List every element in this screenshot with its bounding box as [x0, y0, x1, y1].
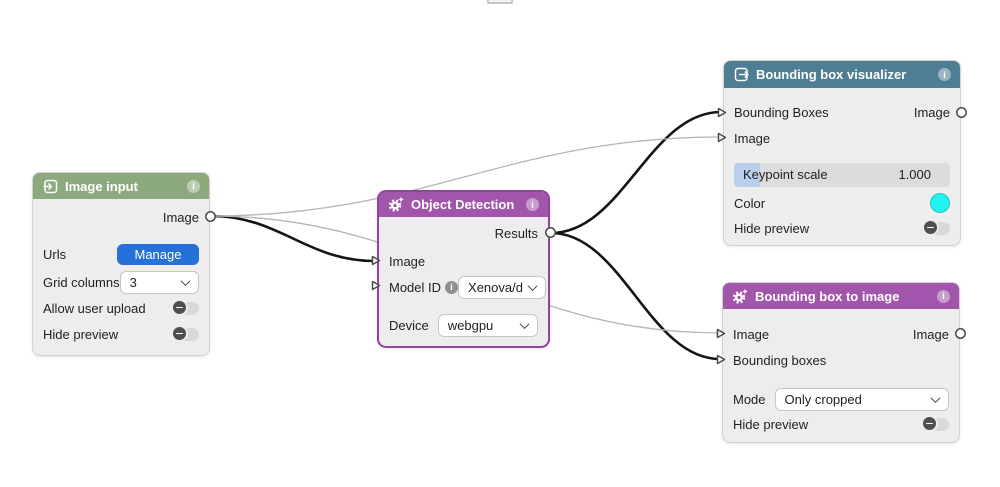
- field-row-hide-preview: Hide preview: [733, 412, 949, 436]
- select-value: Xenova/det: [468, 279, 523, 295]
- field-label: Urls: [43, 246, 67, 262]
- field-row-allow-upload: Allow user upload: [43, 295, 199, 321]
- field-value: 1.000: [898, 167, 931, 182]
- grid-columns-select[interactable]: 3: [119, 270, 199, 294]
- output-port-image[interactable]: [954, 327, 967, 340]
- node-title: Bounding box to image: [755, 288, 900, 304]
- gear-sparkle-icon: [732, 288, 748, 304]
- input-label: Image: [734, 130, 771, 146]
- hide-preview-toggle[interactable]: [922, 219, 950, 236]
- input-port-bounding-boxes[interactable]: [715, 353, 728, 366]
- mode-select[interactable]: Only cropped: [774, 387, 949, 411]
- output-label: Image: [162, 209, 199, 225]
- node-title: Image input: [65, 178, 138, 194]
- field-row-mode: Mode Only cropped: [733, 386, 949, 412]
- color-swatch[interactable]: [930, 193, 950, 213]
- field-row-device: Device webgpu: [389, 312, 538, 338]
- input-row-image: Image: [734, 125, 950, 151]
- field-row-model-id: Model ID Xenova/det: [389, 274, 547, 300]
- slider-fill: [734, 163, 760, 187]
- import-icon: [43, 179, 58, 193]
- select-value: Only cropped: [784, 391, 862, 407]
- node-image-input[interactable]: Image input Image Urls Manage Grid colum…: [32, 172, 216, 356]
- input-port-image[interactable]: [715, 327, 728, 340]
- manage-button[interactable]: Manage: [117, 243, 199, 265]
- field-row-color: Color: [734, 190, 950, 216]
- chevron-down-icon: [527, 280, 538, 291]
- field-label: Mode: [733, 391, 766, 407]
- input-label: Model ID: [389, 279, 442, 295]
- output-label: Image: [913, 104, 950, 120]
- input-label: Bounding boxes: [733, 352, 827, 368]
- info-icon[interactable]: [187, 179, 200, 193]
- wire-object-detection.Results-to-bounding-box-visualizer.BoundingBoxes[interactable]: [549, 110, 723, 235]
- output-row: Results: [389, 220, 538, 246]
- device-select[interactable]: webgpu: [437, 313, 538, 337]
- model-id-select[interactable]: Xenova/det: [458, 275, 547, 299]
- output-port-image[interactable]: [955, 106, 968, 119]
- select-value: webgpu: [447, 317, 494, 333]
- node-bounding-box-to-image[interactable]: Bounding box to image Image Image Boundi…: [716, 282, 966, 443]
- hide-preview-toggle[interactable]: [171, 325, 199, 342]
- toolbar-fragment: [487, 0, 513, 4]
- info-icon[interactable]: [445, 280, 459, 294]
- info-icon[interactable]: [938, 68, 951, 81]
- chevron-down-icon: [519, 318, 530, 329]
- output-port-results[interactable]: [544, 226, 557, 239]
- node-bounding-box-visualizer[interactable]: Bounding box visualizer Bounding Boxes I…: [717, 60, 967, 246]
- hide-preview-toggle[interactable]: [921, 415, 949, 432]
- select-value: 3: [129, 274, 137, 290]
- node-header[interactable]: Object Detection: [379, 192, 548, 217]
- gear-sparkle-icon: [388, 196, 404, 212]
- field-label: Keypoint scale: [743, 167, 828, 182]
- field-row-hide-preview: Hide preview: [734, 216, 950, 240]
- wire-image-input.Image-to-object-detection.Image[interactable]: [209, 214, 377, 263]
- input-port-bounding-boxes[interactable]: [716, 106, 729, 119]
- toggle-knob: [171, 325, 188, 342]
- node-title: Bounding box visualizer: [756, 67, 907, 82]
- node-header[interactable]: Bounding box to image: [723, 283, 959, 309]
- allow-user-upload-toggle[interactable]: [171, 299, 199, 316]
- field-label: Color: [734, 195, 766, 211]
- output-port-image[interactable]: [204, 210, 217, 223]
- field-label: Hide preview: [733, 416, 809, 432]
- output-label: Image: [912, 326, 949, 342]
- export-icon: [734, 67, 749, 82]
- chevron-down-icon: [180, 275, 191, 286]
- io-row: Bounding Boxes Image: [734, 99, 950, 125]
- input-label: Image: [733, 326, 770, 342]
- field-label: Allow user upload: [43, 300, 146, 316]
- wire-image-input.Image-to-bounding-box-visualizer.Image[interactable]: [210, 136, 722, 217]
- info-icon[interactable]: [526, 198, 539, 211]
- field-label: Grid columns: [43, 274, 120, 290]
- chevron-down-icon: [930, 392, 941, 403]
- field-row-grid-columns: Grid columns 3: [43, 269, 199, 295]
- wire-object-detection.Results-to-bounding-box-to-image.Boundingboxes[interactable]: [549, 231, 722, 361]
- toggle-knob: [922, 219, 939, 236]
- output-label: Results: [494, 225, 538, 241]
- info-icon[interactable]: [937, 289, 950, 303]
- keypoint-scale-slider[interactable]: Keypoint scale 1.000: [734, 163, 950, 187]
- field-label: Hide preview: [734, 220, 810, 236]
- input-port-image[interactable]: [716, 131, 729, 144]
- field-label: Device: [389, 317, 429, 333]
- input-label: Image: [389, 253, 426, 269]
- input-row-bounding-boxes: Bounding boxes: [733, 347, 949, 373]
- io-row: Image Image: [733, 321, 949, 347]
- node-title: Object Detection: [411, 197, 515, 212]
- input-port-model-id[interactable]: [370, 279, 383, 292]
- input-row-image: Image: [389, 248, 538, 274]
- input-label: Bounding Boxes: [734, 104, 829, 120]
- toggle-knob: [171, 299, 188, 316]
- node-object-detection[interactable]: Object Detection Results Image Model ID …: [371, 190, 556, 348]
- output-row: Image: [43, 204, 199, 230]
- input-port-image[interactable]: [370, 254, 383, 267]
- node-header[interactable]: Bounding box visualizer: [724, 61, 960, 88]
- toggle-knob: [921, 415, 938, 432]
- node-header[interactable]: Image input: [33, 173, 209, 199]
- field-row-urls: Urls Manage: [43, 241, 199, 267]
- field-label: Hide preview: [43, 326, 119, 342]
- field-row-hide-preview: Hide preview: [43, 321, 199, 347]
